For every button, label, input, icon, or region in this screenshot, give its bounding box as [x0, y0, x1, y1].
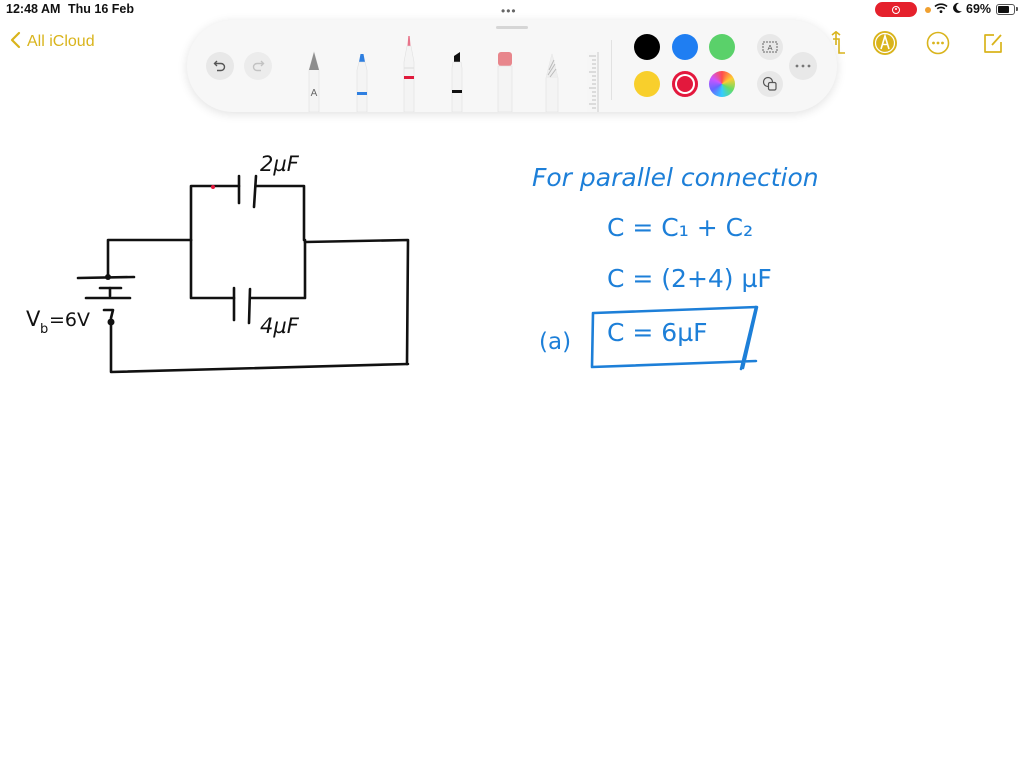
- capacitor-4uf-label: 4µF: [260, 314, 300, 338]
- back-button[interactable]: All iCloud: [10, 31, 95, 53]
- junction-dot: [105, 274, 111, 280]
- more-icon[interactable]: [925, 30, 951, 56]
- color-swatch-blue[interactable]: [672, 34, 698, 60]
- wifi-icon: [934, 2, 948, 17]
- pen-tool[interactable]: A: [304, 50, 324, 112]
- junction-dot: [107, 318, 115, 326]
- status-bar: 12:48 AM Thu 16 Feb ••• 69%: [0, 0, 1024, 22]
- circuit-diagram: [76, 174, 410, 374]
- svg-text:A: A: [767, 43, 772, 52]
- markup-toolbar: A: [187, 20, 837, 112]
- solution-heading: For parallel connection: [532, 163, 819, 192]
- color-swatch-red-selected[interactable]: [672, 71, 698, 97]
- formula-line-1: C = C₁ + C₂: [607, 213, 753, 242]
- privacy-indicator-icon: [925, 7, 931, 13]
- ruler-tool[interactable]: [587, 52, 599, 112]
- final-answer: C = 6µF: [607, 318, 708, 347]
- eraser-tool[interactable]: [495, 50, 515, 112]
- more-icon: [795, 64, 811, 68]
- color-picker-multicolor[interactable]: [709, 71, 735, 97]
- status-time: 12:48 AM: [6, 2, 61, 16]
- toolbar-grabber[interactable]: [496, 26, 528, 29]
- status-date: Thu 16 Feb: [68, 2, 134, 16]
- toolbar-divider: [611, 40, 612, 100]
- battery-voltage-subscript: b: [40, 322, 48, 337]
- back-button-label: All iCloud: [27, 33, 95, 50]
- capacitor-2uf-label: 2µF: [260, 152, 300, 176]
- solution-notes: For parallel connection C = C₁ + C₂ C = …: [532, 163, 819, 371]
- battery-cap: [1016, 7, 1018, 11]
- shapes-button[interactable]: [757, 71, 783, 97]
- color-swatch-green[interactable]: [709, 34, 735, 60]
- undo-button[interactable]: [206, 52, 234, 80]
- battery-voltage-value: =6V: [49, 309, 90, 331]
- redo-button[interactable]: [244, 52, 272, 80]
- battery-voltage-symbol: V: [26, 307, 41, 331]
- multitasking-menu-icon[interactable]: •••: [501, 4, 517, 18]
- moon-icon: [952, 2, 963, 17]
- undo-icon: [213, 60, 226, 72]
- chevron-left-icon: [10, 31, 21, 53]
- pencil-tool[interactable]: [542, 50, 562, 112]
- text-box-button[interactable]: A: [757, 34, 783, 60]
- markup-pen-icon[interactable]: [872, 30, 898, 56]
- redo-icon: [252, 60, 265, 72]
- color-swatch-black[interactable]: [634, 34, 660, 60]
- color-swatch-yellow[interactable]: [634, 71, 660, 97]
- compose-icon[interactable]: [980, 30, 1006, 56]
- battery-percent: 69%: [966, 2, 992, 16]
- toolbar-more-button[interactable]: [789, 52, 817, 80]
- answer-box: [590, 305, 759, 371]
- battery-icon: [996, 4, 1015, 15]
- shapes-icon: [762, 76, 777, 91]
- fineliner-tool[interactable]: [399, 34, 419, 112]
- svg-text:A: A: [311, 88, 318, 99]
- highlighter-tool[interactable]: [447, 50, 467, 112]
- share-icon[interactable]: [824, 30, 850, 56]
- marker-tool[interactable]: [352, 50, 372, 112]
- formula-line-2: C = (2+4) µF: [607, 264, 772, 293]
- answer-prefix: (a): [539, 329, 571, 355]
- red-ink-dot: [211, 185, 215, 189]
- text-box-icon: A: [762, 41, 778, 53]
- screen-record-icon[interactable]: [875, 2, 917, 17]
